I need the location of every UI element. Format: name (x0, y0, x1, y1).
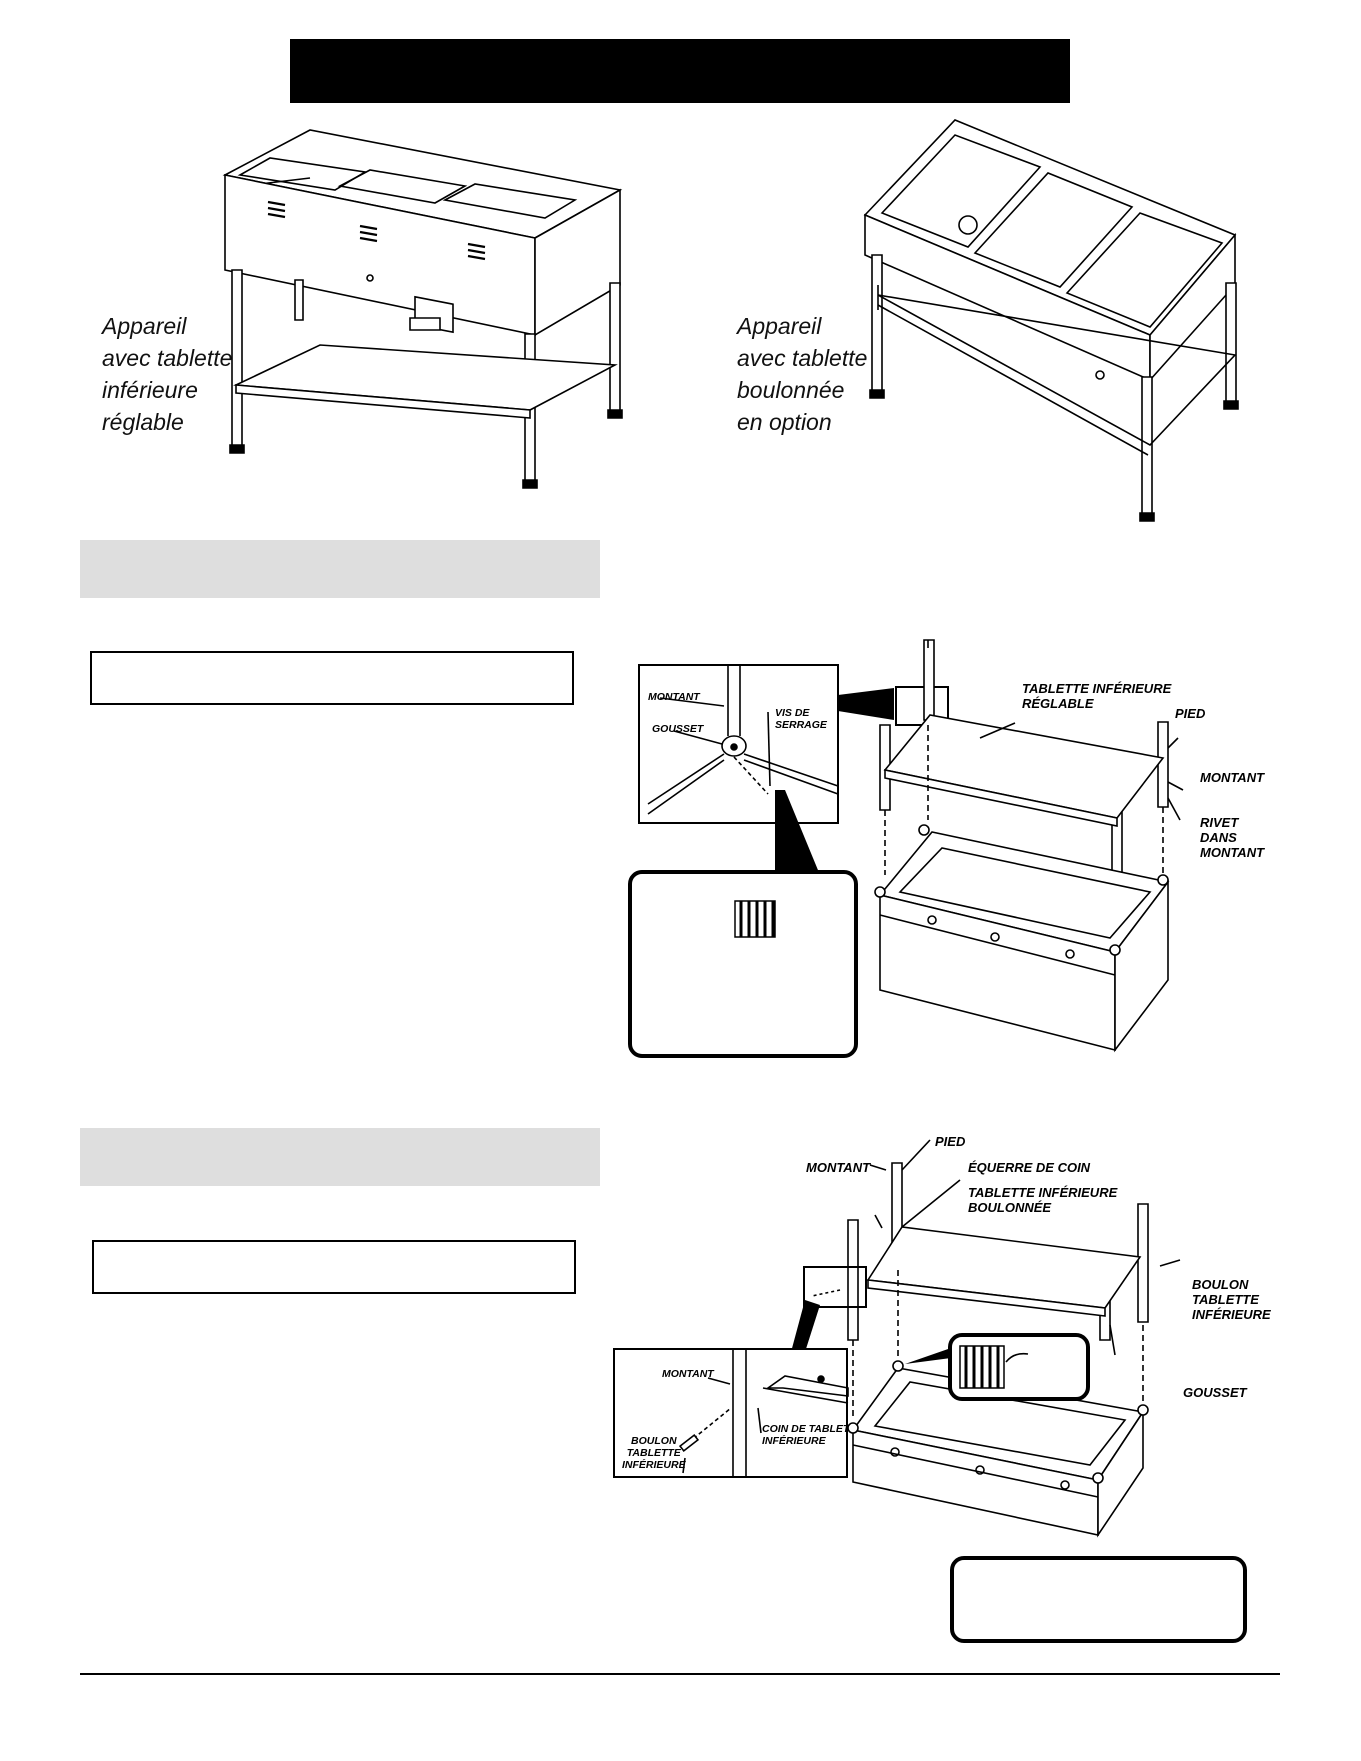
section-subheading-box-2 (92, 1240, 576, 1294)
bolt-icon (958, 1338, 1048, 1398)
label-equerre-de-coin: ÉQUERRE DE COIN (968, 1160, 1091, 1175)
detail-inset-bolt-drawing (613, 1348, 848, 1478)
section-heading-band-1 (80, 540, 600, 598)
section-heading-band-2 (80, 1128, 600, 1186)
bolted-shelf-exploded-drawing (840, 1130, 1160, 1540)
label-detail-montant: MONTANT (662, 1368, 714, 1380)
detail-inset-bolt (613, 1348, 848, 1478)
label-vis-de-serrage: VIS DE SERRAGE (775, 707, 827, 731)
footer-rule (80, 1673, 1280, 1675)
label-boulon-tablette-right: BOULON TABLETTE INFÉRIEURE (1192, 1277, 1271, 1322)
label-pied-1: PIED (1175, 706, 1206, 721)
adjustable-shelf-exploded-drawing (860, 630, 1190, 1060)
label-tablette-boulonnee: TABLETTE INFÉRIEURE BOULONNÉE (968, 1185, 1118, 1215)
label-gousset-2: GOUSSET (1183, 1385, 1247, 1400)
label-montant-detail: MONTANT (648, 691, 700, 703)
detail-inset-drawing (638, 664, 839, 824)
section-subheading-box-1 (90, 651, 574, 705)
unit-bolted-shelf-illustration (860, 115, 1260, 525)
label-montant-2: MONTANT (806, 1160, 871, 1175)
bolt-callout-pointer (905, 1348, 951, 1364)
set-screw-icon (725, 895, 785, 945)
label-detail-boulon: BOULON TABLETTE INFÉRIEURE (622, 1435, 686, 1471)
title-bar (290, 39, 1070, 103)
caption-adjustable-shelf: Appareil avec tablette inférieure réglab… (102, 313, 233, 435)
label-pied-2: PIED (935, 1134, 966, 1149)
callout-square-2 (803, 1266, 867, 1308)
caption-bolted-shelf: Appareil avec tablette boulonnée en opti… (737, 313, 868, 435)
label-rivet-dans-montant: RIVET DANS MONTANT (1200, 815, 1265, 860)
label-detail-coin: COIN DE TABLETTE INFÉRIEURE (762, 1423, 846, 1447)
label-montant-1: MONTANT (1200, 770, 1265, 785)
unit-adjustable-shelf-illustration (200, 120, 630, 495)
set-screw-callout-box (628, 870, 858, 1058)
detail-callout-wedge-2 (791, 1300, 820, 1352)
detail-callout-wedge (838, 688, 894, 720)
label-tablette-reglable: TABLETTE INFÉRIEURE RÉGLABLE (1022, 681, 1172, 711)
label-gousset-detail: GOUSSET (652, 723, 704, 735)
screw-callout-wedge (775, 790, 820, 875)
note-box (950, 1556, 1247, 1643)
